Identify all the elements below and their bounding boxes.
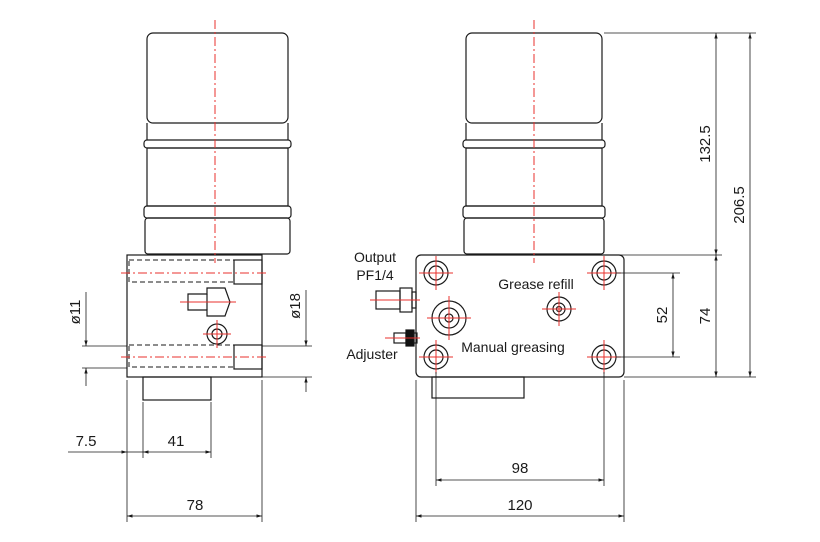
label-output-thread: PF1/4 xyxy=(356,267,394,283)
side-dimensions: ø11 ø18 7.5 41 78 xyxy=(67,290,312,522)
front-dimensions: 52 74 132.5 206.5 98 120 xyxy=(415,32,756,522)
side-body xyxy=(126,254,263,401)
dim-41: 41 xyxy=(168,433,185,450)
front-labels: Output PF1/4 Grease refill Adjuster Manu… xyxy=(346,249,573,362)
label-manual-greasing: Manual greasing xyxy=(461,339,565,355)
front-view xyxy=(370,20,625,399)
dim-120: 120 xyxy=(507,497,532,514)
dim-dia-18: ø18 xyxy=(287,293,304,319)
label-output: Output xyxy=(354,249,396,265)
dim-7-5: 7.5 xyxy=(76,433,97,450)
side-reservoir xyxy=(143,32,292,255)
dim-98: 98 xyxy=(512,460,529,477)
side-view xyxy=(121,20,292,401)
dim-dia-11: ø11 xyxy=(67,300,84,325)
dim-206-5: 206.5 xyxy=(731,186,748,224)
label-adjuster: Adjuster xyxy=(346,346,398,362)
dim-52: 52 xyxy=(654,307,671,324)
dim-78: 78 xyxy=(187,497,204,514)
dim-74: 74 xyxy=(697,308,714,325)
label-grease-refill: Grease refill xyxy=(498,276,573,292)
dim-132-5: 132.5 xyxy=(697,125,714,163)
